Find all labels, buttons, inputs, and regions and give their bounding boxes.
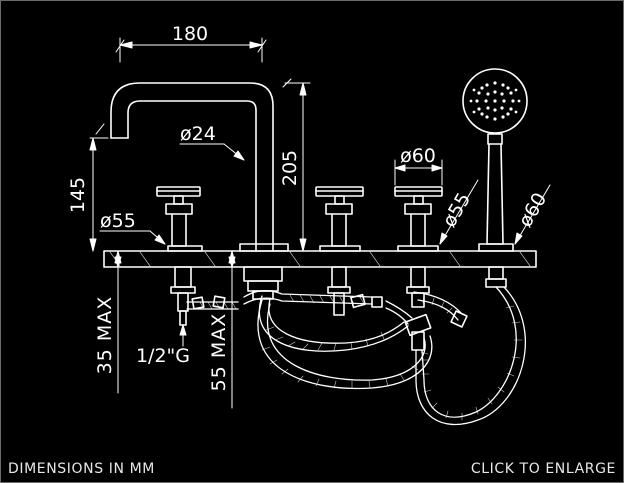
- dimension-handle-height: [89, 123, 109, 252]
- dim-text-handle-diameter: ø60: [400, 145, 436, 167]
- dim-text-shower-diameter: ø60: [514, 189, 551, 231]
- shower-nozzles: [469, 81, 521, 121]
- hand-shower: [462, 68, 528, 252]
- diverter-handle: [394, 186, 443, 252]
- enlarge-link[interactable]: CLICK TO ENLARGE: [470, 461, 616, 477]
- leader-shower-diameter: [514, 184, 551, 245]
- dim-text-reach: 180: [172, 23, 208, 45]
- leader-thread: [179, 324, 187, 347]
- leader-base-diameter-left: [99, 230, 166, 245]
- hoses: [186, 286, 526, 426]
- dimension-reach: [115, 37, 267, 63]
- middle-handle: [315, 186, 364, 252]
- left-handle: [156, 186, 203, 252]
- dim-text-spout-height: 205: [279, 150, 301, 186]
- dim-text-spout-diameter: ø24: [180, 123, 216, 145]
- deck-plate: [103, 250, 537, 268]
- dim-text-diverter-diameter: ø55: [438, 189, 475, 231]
- units-note: DIMENSIONS IN MM: [8, 461, 155, 477]
- dimension-deck-left: [114, 250, 122, 394]
- dimension-deck-right: [228, 250, 236, 409]
- dim-text-handle-height: 145: [67, 177, 89, 213]
- dim-text-deck-left: 35 MAX: [94, 296, 116, 375]
- leader-spout-diameter: [179, 143, 245, 161]
- leader-diverter-diameter: [439, 179, 479, 245]
- dimension-spout-height: [282, 78, 311, 252]
- spout: [110, 82, 289, 252]
- dimension-handle-diameter: [394, 159, 443, 186]
- dim-text-deck-right: 55 MAX: [208, 313, 230, 392]
- dim-text-thread: 1/2"G: [136, 345, 190, 367]
- dim-text-base-diameter-left: ø55: [100, 210, 136, 232]
